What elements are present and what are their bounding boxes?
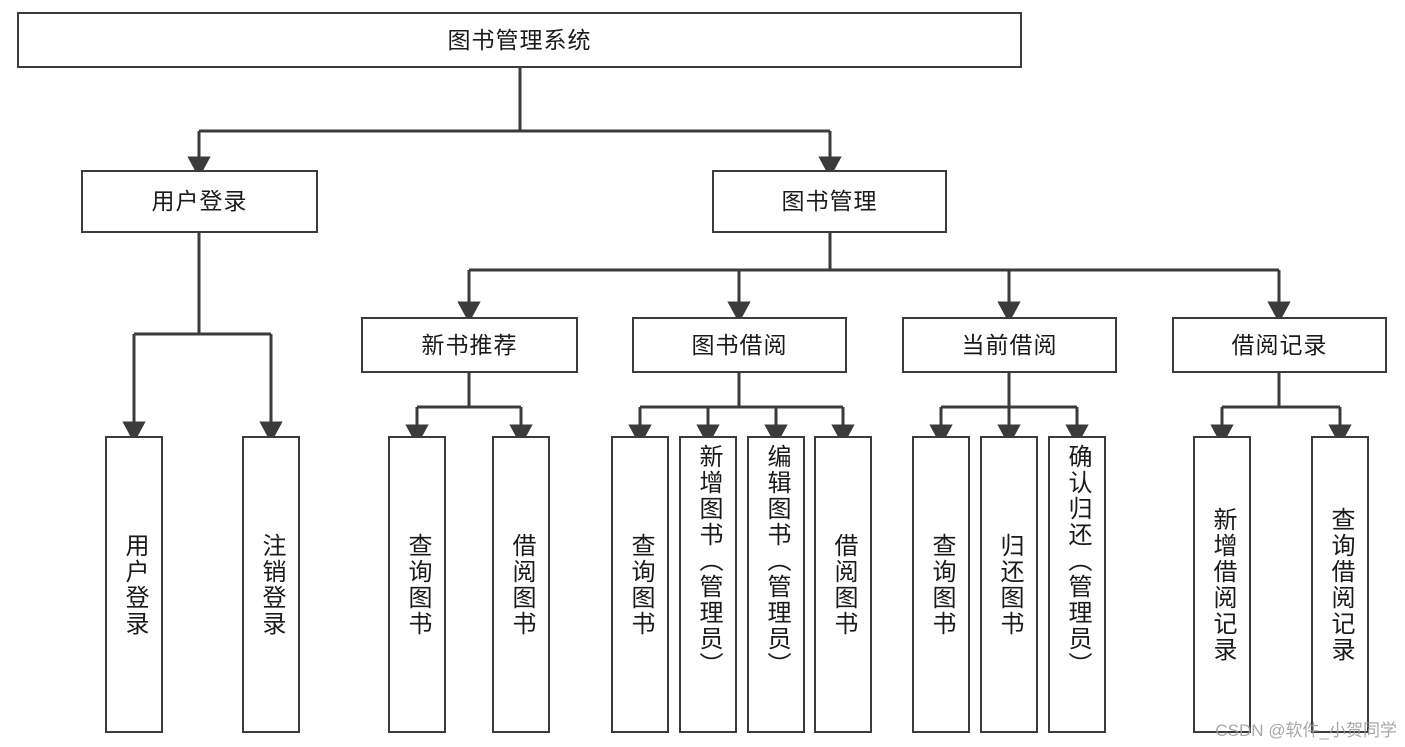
node-label: 借阅记录 [1231, 331, 1328, 358]
leaf-borrow-edit-book-admin[interactable]: 编辑图书（管理员） [747, 436, 805, 733]
node-label: 用户登录 [120, 532, 148, 637]
node-label: 注销登录 [257, 532, 285, 637]
node-label: 查询图书 [927, 532, 955, 637]
leaf-borrow-borrow-book[interactable]: 借阅图书 [814, 436, 872, 733]
node-label: 归还图书 [995, 532, 1023, 637]
node-borrow-record[interactable]: 借阅记录 [1172, 317, 1387, 373]
node-label: 借阅图书 [507, 532, 535, 637]
node-new-book-recommend[interactable]: 新书推荐 [361, 317, 578, 373]
node-label: 查询借阅记录 [1326, 506, 1354, 663]
leaf-recommend-query-book[interactable]: 查询图书 [388, 436, 446, 733]
leaf-borrow-query-book[interactable]: 查询图书 [611, 436, 669, 733]
node-book-borrow[interactable]: 图书借阅 [632, 317, 847, 373]
leaf-user-login-logout[interactable]: 注销登录 [242, 436, 300, 733]
leaf-user-login-login[interactable]: 用户登录 [105, 436, 163, 733]
node-label: 编辑图书（管理员） [762, 444, 790, 678]
node-label: 图书管理 [781, 188, 878, 214]
leaf-record-query-record[interactable]: 查询借阅记录 [1311, 436, 1369, 733]
node-label: 当前借阅 [961, 331, 1058, 358]
node-root-system[interactable]: 图书管理系统 [17, 12, 1022, 68]
node-label: 图书管理系统 [447, 26, 592, 53]
node-label: 借阅图书 [829, 532, 857, 637]
leaf-current-query-book[interactable]: 查询图书 [912, 436, 970, 733]
leaf-record-add-record[interactable]: 新增借阅记录 [1193, 436, 1251, 733]
node-label: 新增图书（管理员） [694, 444, 722, 678]
node-label: 图书借阅 [691, 331, 788, 358]
node-user-login[interactable]: 用户登录 [81, 170, 318, 233]
node-label: 查询图书 [403, 532, 431, 637]
node-label: 查询图书 [626, 532, 654, 637]
leaf-borrow-add-book-admin[interactable]: 新增图书（管理员） [679, 436, 737, 733]
leaf-current-return-book[interactable]: 归还图书 [980, 436, 1038, 733]
csdn-watermark: CSDN @软件_小贺同学 [1215, 721, 1397, 740]
node-current-borrow[interactable]: 当前借阅 [902, 317, 1117, 373]
node-label: 新书推荐 [421, 331, 518, 358]
node-book-management[interactable]: 图书管理 [712, 170, 947, 233]
node-label: 确认归还（管理员） [1063, 444, 1091, 678]
node-label: 新增借阅记录 [1208, 506, 1236, 663]
node-label: 用户登录 [151, 188, 248, 214]
leaf-current-confirm-return-admin[interactable]: 确认归还（管理员） [1048, 436, 1106, 733]
leaf-recommend-borrow-book[interactable]: 借阅图书 [492, 436, 550, 733]
